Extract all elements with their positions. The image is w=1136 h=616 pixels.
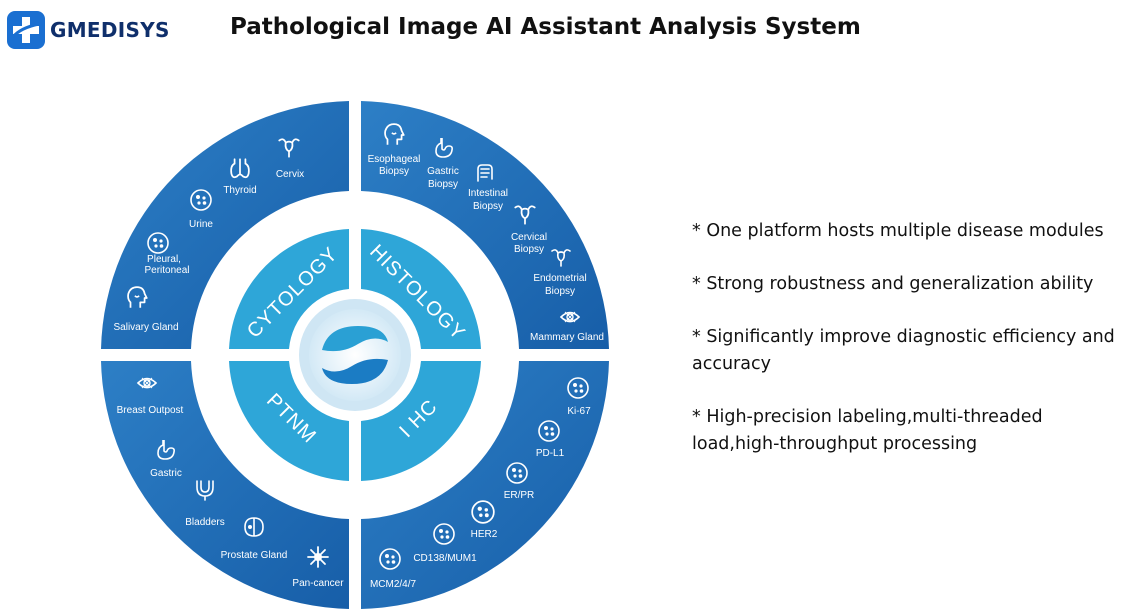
- intestinal-biopsy-label: Biopsy: [473, 201, 503, 212]
- bladders-item: Bladders: [185, 480, 225, 528]
- ihc-outer-quadrant: [361, 361, 609, 609]
- ihc-inner-quadrant: [361, 361, 481, 481]
- pan-cancer-item: Pan-cancer: [292, 546, 344, 589]
- cytology-inner-quadrant: [229, 229, 349, 349]
- cervical-label: Cervical: [511, 232, 547, 243]
- intestinal-biopsy-item: Intestinal Biopsy: [468, 164, 508, 212]
- mammary-gland-label: Mammary Gland: [530, 332, 604, 343]
- esophageal-biopsy-item: Esophageal Biopsy: [368, 123, 421, 177]
- thyroid-item: Thyroid: [223, 158, 257, 196]
- pan-cancer-label: Pan-cancer: [292, 578, 344, 589]
- erpr-label: ER/PR: [504, 490, 535, 501]
- feature-item: * Strong robustness and generalization a…: [692, 274, 1094, 294]
- pleural-peritoneal-item: Pleural, Peritoneal: [144, 232, 190, 276]
- feature-item: * Significantly improve diagnostic effic…: [692, 327, 1115, 374]
- histology-outer-quadrant: [361, 101, 609, 349]
- breast-outpost-item: Breast Outpost: [117, 377, 184, 416]
- page-title: Pathological Image AI Assistant Analysis…: [230, 14, 861, 40]
- gastric-ptnm-label: Gastric: [150, 468, 182, 479]
- prostate-gland-item: Prostate Gland: [221, 517, 288, 561]
- endometrial-biopsy-item: Endometrial Biopsy: [533, 249, 587, 297]
- center-circle: [309, 309, 401, 401]
- gastric-label: Gastric: [427, 166, 459, 177]
- prostate-gland-label: Prostate Gland: [221, 550, 288, 561]
- histology-inner-quadrant: [361, 229, 481, 349]
- feature-item: * High-precision labeling,multi-threaded…: [692, 407, 1043, 454]
- salivary-gland-label: Salivary Gland: [113, 322, 178, 333]
- cervix-label: Cervix: [276, 169, 304, 180]
- gastric-biopsy-label: Biopsy: [428, 179, 458, 190]
- ki67-item: Ki-67: [567, 377, 591, 417]
- her2-label: HER2: [471, 529, 498, 540]
- cervical-biopsy-label: Biopsy: [514, 244, 544, 255]
- salivary-gland-item: Salivary Gland: [113, 286, 179, 333]
- urine-label: Urine: [189, 219, 213, 230]
- pathology-modules-diagram: CYTOLOGY HISTOLOGY PTNM I HC Cervix Thyr…: [101, 101, 609, 609]
- mammary-gland-item: Mammary Gland: [530, 311, 604, 343]
- feature-item: * One platform hosts multiple disease mo…: [692, 221, 1104, 241]
- virus-icon: [307, 546, 329, 568]
- endometrial-label: Endometrial: [533, 273, 586, 284]
- ptnm-outer-quadrant: [101, 361, 349, 609]
- cd138-mum1-label: CD138/MUM1: [413, 553, 477, 564]
- cervix-item: Cervix: [276, 138, 304, 180]
- mcm247-item: MCM2/4/7: [370, 548, 417, 590]
- feature-list: * One platform hosts multiple disease mo…: [692, 218, 1132, 484]
- esophageal-biopsy-label: Biopsy: [379, 166, 409, 177]
- endometrial-biopsy-label: Biopsy: [545, 286, 575, 297]
- gastric-item: Gastric: [150, 439, 182, 479]
- gmedisys-logo: GMEDISYS: [6, 10, 170, 50]
- logo-cross-icon: [7, 11, 45, 49]
- mcm247-label: MCM2/4/7: [370, 579, 417, 590]
- thyroid-label: Thyroid: [223, 185, 256, 196]
- ptnm-inner-quadrant: [229, 361, 349, 481]
- swirl-logo-icon: [322, 326, 388, 384]
- intestinal-label: Intestinal: [468, 188, 508, 199]
- pdl1-item: PD-L1: [536, 420, 565, 459]
- pleural-label: Pleural,: [147, 254, 181, 265]
- cervical-biopsy-item: Cervical Biopsy: [511, 205, 547, 255]
- pdl1-label: PD-L1: [536, 448, 565, 459]
- logo-text: GMEDISYS: [50, 18, 170, 42]
- gastric-biopsy-item: Gastric Biopsy: [427, 137, 459, 190]
- esophageal-label: Esophageal: [368, 154, 421, 165]
- her2-item: HER2: [471, 500, 498, 540]
- bladders-label: Bladders: [185, 517, 224, 528]
- cd138-mum1-item: CD138/MUM1: [413, 523, 477, 564]
- breast-outpost-label: Breast Outpost: [117, 405, 184, 416]
- cytology-outer-quadrant: [101, 101, 349, 349]
- ki67-label: Ki-67: [567, 406, 591, 417]
- erpr-item: ER/PR: [504, 462, 535, 501]
- peritoneal-label: Peritoneal: [144, 265, 189, 276]
- urine-item: Urine: [189, 189, 213, 230]
